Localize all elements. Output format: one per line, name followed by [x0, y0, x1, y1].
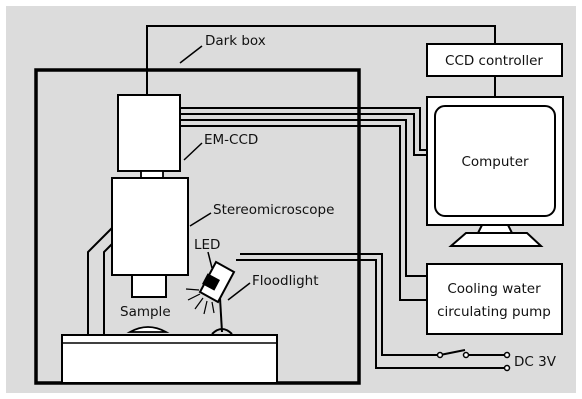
led-chip [202, 273, 220, 291]
emccd-computer-cable-outer [180, 107, 427, 151]
label-sample: Sample [120, 304, 171, 320]
label-dark-box: Dark box [205, 33, 266, 49]
sample-dish [126, 326, 170, 333]
switch-contact-left [436, 351, 444, 359]
label-computer: Computer [461, 154, 529, 170]
monitor-stand [448, 232, 544, 247]
stand-arm-inner [103, 243, 113, 335]
floodlight-stem [219, 297, 223, 333]
switch-contact-right [462, 351, 470, 359]
floodlight-pointer [227, 282, 251, 301]
label-cooling-line1: Cooling water [447, 281, 541, 297]
light-ray-4 [203, 300, 208, 315]
floodlight-lamp [185, 260, 236, 335]
label-ccd-controller: CCD controller [445, 53, 543, 69]
ccd-controller-cable [146, 25, 496, 95]
dc-terminal-negative [503, 364, 511, 372]
stand-arm-outer [87, 227, 113, 335]
light-ray-5 [211, 301, 215, 314]
label-stereomicroscope: Stereomicroscope [213, 202, 334, 218]
power-wire-lower [236, 259, 505, 369]
light-ray-3 [194, 297, 204, 310]
ccd-controller-box [426, 43, 563, 77]
objective-lens [131, 274, 167, 298]
label-dc-3v: DC 3V [514, 354, 557, 370]
label-led: LED [194, 237, 220, 253]
cooling-hose-inner [180, 125, 427, 301]
emccd-computer-cable-inner [180, 113, 427, 156]
stereomicroscope-pointer [189, 212, 212, 227]
monitor-neck [476, 224, 514, 234]
floodlight-base [211, 328, 233, 335]
camera-adapter [140, 170, 164, 179]
em-ccd-camera [117, 94, 181, 172]
power-wire-upper [240, 253, 440, 356]
dc-terminal-positive [503, 351, 511, 359]
cooling-hose-outer [180, 119, 427, 277]
label-floodlight: Floodlight [252, 273, 319, 289]
stereomicroscope-body [111, 177, 189, 276]
label-em-ccd: EM-CCD [204, 132, 258, 148]
cooling-pump-box [426, 263, 563, 335]
emccd-pointer [183, 142, 203, 161]
dark-box-pointer [179, 45, 203, 64]
microscope-stage [61, 334, 278, 384]
light-ray-2 [187, 293, 201, 301]
computer-screen [434, 105, 556, 217]
label-cooling-line2: circulating pump [437, 304, 551, 320]
led-pointer [207, 251, 213, 269]
switch-lever [439, 349, 466, 356]
light-ray-1 [185, 288, 200, 291]
